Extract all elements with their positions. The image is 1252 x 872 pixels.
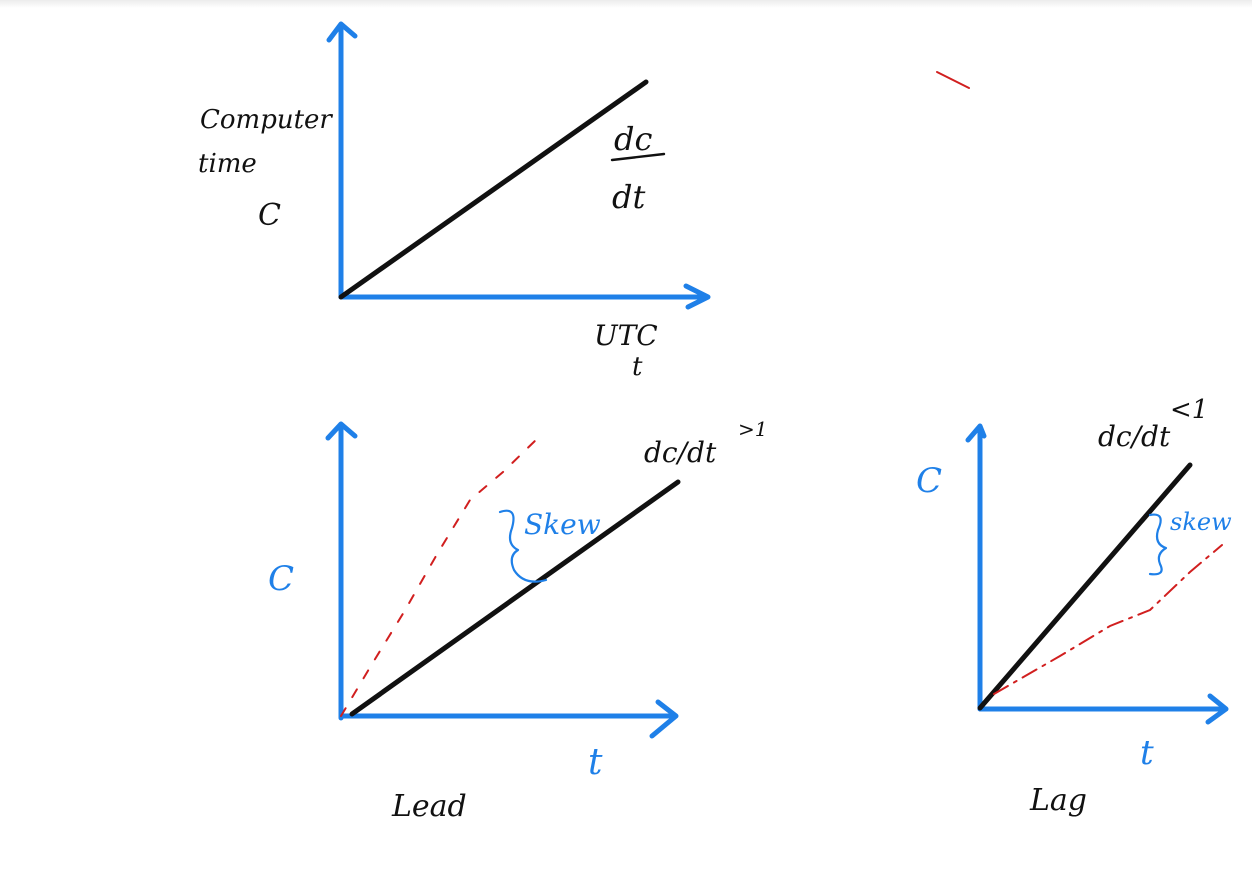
lead-skew-line [340, 435, 541, 717]
lag-skew-line [993, 544, 1223, 695]
lag-rate-line [977, 462, 1193, 711]
top-ylabel-line3: C [258, 198, 281, 233]
lag-caption: Lag [1029, 783, 1087, 818]
window-top-bar [0, 0, 1252, 8]
lead-rate-condition: >1 [738, 417, 767, 441]
top-xlabel-line1: UTC [594, 319, 658, 352]
lead-xlabel: t [588, 742, 603, 783]
top-rate-denominator: dt [612, 178, 645, 216]
top-rate-line [338, 79, 649, 300]
lag-skew-brace [1148, 513, 1168, 576]
lead-skew-brace [498, 509, 548, 583]
stray-red-mark [936, 71, 970, 89]
lag-xlabel: t [1140, 733, 1154, 773]
top-y-axis [326, 21, 358, 300]
lead-skew-label: Skew [524, 508, 601, 541]
top-ylabel-line1: Computer [200, 105, 333, 135]
lead-ylabel: C [268, 559, 294, 599]
top-xlabel-line2: t [632, 352, 643, 382]
top-diagram: Computer time C dc dt UTC t [198, 21, 711, 382]
top-rate-numerator: dc [614, 120, 652, 158]
lead-y-axis [325, 421, 358, 721]
lag-skew-label: skew [1170, 508, 1232, 536]
lead-rate-line [349, 479, 681, 717]
lag-diagram: skew C dc/dt <1 t Lag [916, 395, 1232, 818]
lead-rate-label: dc/dt [644, 436, 717, 469]
top-x-axis [338, 283, 711, 310]
lag-rate-condition: <1 [1170, 395, 1208, 425]
lag-rate-label: dc/dt [1098, 420, 1171, 453]
lead-x-axis [338, 699, 679, 739]
top-ylabel-line2: time [198, 149, 257, 179]
lead-diagram: Skew C dc/dt >1 t Lead [268, 417, 767, 824]
lag-ylabel: C [916, 461, 942, 501]
lead-caption: Lead [391, 789, 467, 824]
lag-y-axis [965, 423, 987, 712]
lag-x-axis [977, 693, 1229, 725]
top-rate-fraction-bar [610, 152, 666, 162]
